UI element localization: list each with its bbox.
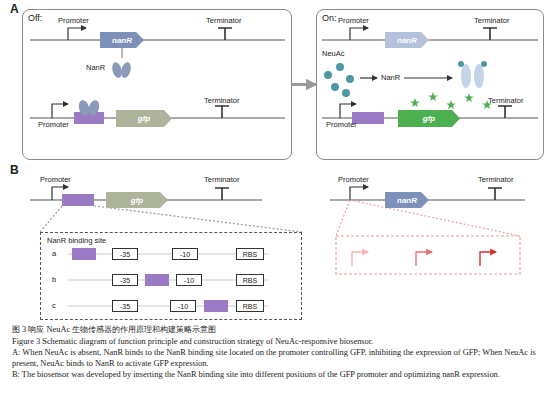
transition-arrow — [292, 83, 316, 86]
annotation-label: Promoter — [338, 17, 369, 25]
gene-name: gfp — [138, 114, 150, 123]
annotation-label: Promoter — [40, 176, 71, 184]
promoter-element: RBS — [236, 274, 264, 286]
gene-arrow: nanR — [100, 32, 144, 48]
element-label: -35 — [120, 277, 130, 284]
gene-name: nanR — [397, 196, 417, 205]
element-label: -35 — [120, 251, 130, 258]
promoter-element: -35 — [112, 274, 138, 286]
element-label: -35 — [120, 303, 130, 310]
figure-caption: 图 3 响应 NeuAc 生物传感器的作用原理和构建策略示意图 — [12, 325, 544, 336]
state-panel: On: nanR gfp — [316, 9, 544, 160]
gene-arrow: nanR — [385, 192, 429, 208]
caption-text: A: When NeuAc is absent, NanR binds to t… — [12, 348, 544, 369]
annotation-label: a — [52, 250, 56, 258]
promoter-element: RBS — [236, 300, 264, 312]
caption-text: Figure 3 Schematic diagram of function p… — [12, 337, 544, 348]
element-label: RBS — [243, 303, 257, 310]
annotation-label: Promoter — [338, 176, 369, 184]
promoter-element: -10 — [176, 274, 202, 286]
gene-arrow: gfp — [398, 110, 460, 127]
panel-letter: B — [10, 164, 19, 176]
promoter-element: -35 — [112, 300, 138, 312]
promoter-element: -10 — [172, 248, 198, 260]
annotation-label: Promoter — [58, 17, 89, 25]
annotation-label: Terminator — [206, 17, 241, 25]
annotation-label: b — [52, 276, 56, 284]
annotation-label: c — [52, 302, 56, 310]
annotation-label: NanR — [86, 64, 105, 72]
panel-heading: NanR binding site — [47, 236, 106, 245]
panel-heading: Off: — [28, 13, 42, 23]
annotation-label: NanR — [381, 74, 400, 82]
gene-arrow: gfp — [106, 192, 168, 208]
gene-name: gfp — [131, 196, 143, 205]
annotation-label: Terminator — [488, 97, 523, 105]
state-panel: Off: nanR gfp — [22, 9, 292, 160]
annotation-label: Terminator — [478, 176, 513, 184]
gene-name: nanR — [397, 36, 417, 45]
panel-heading: On: — [322, 13, 337, 23]
promoter-element: -10 — [170, 300, 196, 312]
element-label: RBS — [243, 277, 257, 284]
element-label: -10 — [184, 277, 194, 284]
element-label: -10 — [178, 303, 188, 310]
gene-name: nanR — [112, 36, 132, 45]
annotation-label: Terminator — [204, 176, 239, 184]
element-label: -10 — [180, 251, 190, 258]
annotation-label: Promoter — [38, 121, 69, 129]
annotation-label: Promoter — [326, 121, 357, 129]
annotation-label: Terminator — [204, 97, 239, 105]
panel-letter: A — [10, 3, 19, 15]
promoter-element: RBS — [236, 248, 264, 260]
caption-text: B: The biosensor was developed by insert… — [12, 370, 544, 381]
gene-name: gfp — [423, 114, 435, 123]
promoter-element: -35 — [112, 248, 138, 260]
element-label: RBS — [243, 251, 257, 258]
gene-arrow: gfp — [116, 110, 172, 127]
gene-arrow: nanR — [385, 32, 429, 48]
annotation-label: NeuAc — [322, 50, 345, 58]
detail-box: NanR binding site-35-10RBS-35-10RBS-35-1… — [40, 232, 302, 320]
annotation-label: Terminator — [474, 17, 509, 25]
